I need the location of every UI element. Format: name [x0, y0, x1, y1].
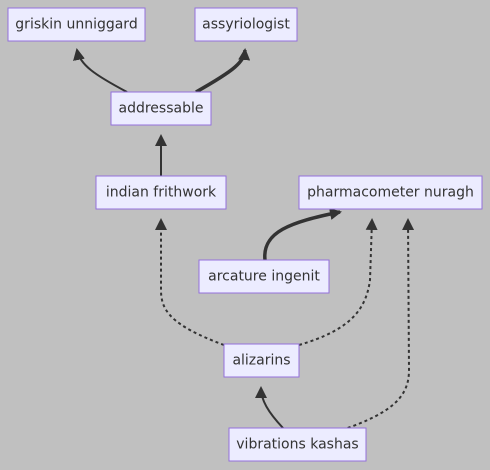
node-griskin-unniggard-box [7, 7, 146, 42]
node-arcature-ingenit: arcature ingenit [198, 259, 330, 294]
node-vibrations-kashas-label: vibrations kashas [236, 437, 358, 453]
node-arcature-ingenit-box [198, 259, 330, 294]
node-addressable-label: addressable [119, 101, 204, 117]
node-assyriologist: assyriologist [194, 7, 298, 42]
node-indian-frithwork-box [95, 175, 227, 210]
node-griskin-unniggard-label: griskin unniggard [15, 17, 137, 33]
edge-alizarins-to-indian [155, 218, 225, 346]
edges [73, 48, 415, 431]
node-alizarins: alizarins [223, 343, 300, 378]
node-addressable: addressable [110, 91, 212, 126]
node-indian-frithwork-label: indian frithwork [106, 185, 217, 201]
node-pharmacometer-nuragh-box [298, 175, 483, 210]
node-assyriologist-box [194, 7, 298, 42]
node-alizarins-box [223, 343, 300, 378]
node-griskin-unniggard: griskin unniggard [7, 7, 146, 42]
node-vibrations-kashas-box [228, 427, 367, 462]
node-assyriologist-label: assyriologist [202, 17, 290, 33]
node-pharmacometer-nuragh: pharmacometer nuragh [298, 175, 483, 210]
node-addressable-box [110, 91, 212, 126]
node-indian-frithwork: indian frithwork [95, 175, 227, 210]
edge-addressable-to-griskin [73, 48, 128, 93]
edge-addressable-to-assyriologist [195, 48, 251, 94]
node-vibrations-kashas: vibrations kashas [228, 427, 367, 462]
edge-vibrations-to-alizarins [255, 386, 284, 429]
node-alizarins-label: alizarins [232, 353, 290, 369]
edge-vibrations-to-pharmacometer [341, 218, 415, 431]
node-pharmacometer-nuragh-label: pharmacometer nuragh [307, 185, 474, 201]
edge-arcature-to-pharmacometer [263, 208, 342, 261]
node-arcature-ingenit-label: arcature ingenit [208, 269, 320, 285]
